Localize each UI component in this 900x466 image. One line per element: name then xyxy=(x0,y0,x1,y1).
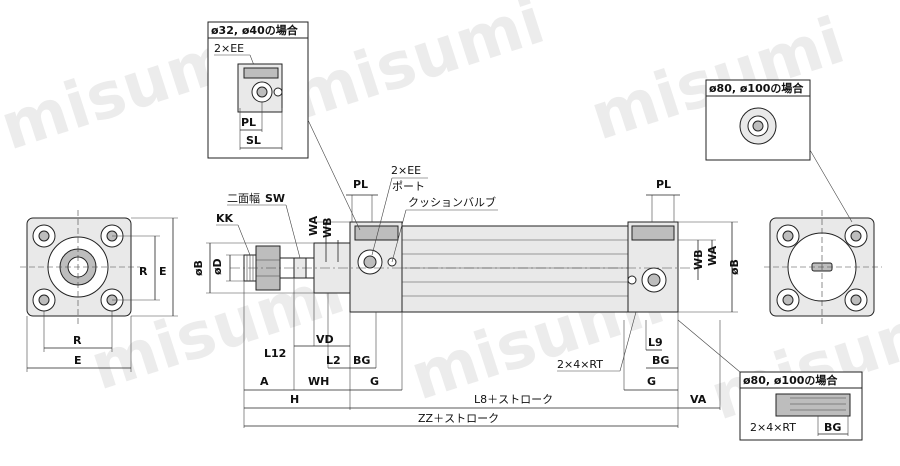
inset-small-bore-title: ø32, ø40の場合 xyxy=(211,23,299,37)
watermark: misumi misumi misumi misumi misumi misum… xyxy=(0,0,900,435)
inset-large-bore-head: ø80, ø100の場合 xyxy=(705,79,853,223)
dim-l2: L2 xyxy=(326,354,341,367)
dim-l8-stroke: L8＋ストローク xyxy=(474,393,553,406)
dim-l9: L9 xyxy=(648,336,663,349)
dim-a: A xyxy=(260,375,269,388)
dim-zz-stroke: ZZ＋ストローク xyxy=(418,412,499,425)
dim-h: H xyxy=(290,393,299,406)
rod-end-view: R E R E xyxy=(20,210,178,372)
label-port-count: 2×EE xyxy=(391,164,421,177)
dim-g-left: G xyxy=(370,375,379,388)
label-sw: SW xyxy=(265,192,285,205)
dim-wa-left: WA xyxy=(307,215,320,236)
top-annotations: PL 2×EE ポート クッションバルブ PL WA WB WB WA øB xyxy=(192,164,741,313)
dim-wb-left: WB xyxy=(321,217,334,238)
inset-small-bore-port: 2×EE xyxy=(214,42,244,55)
dim-bg-right: BG xyxy=(652,354,669,367)
inset-large-bore-rod-title: ø80, ø100の場合 xyxy=(743,373,838,387)
dim-vd: VD xyxy=(316,333,334,346)
dim-r-vertical: R xyxy=(139,265,148,278)
inset-large-bore-rod-rt: 2×4×RT xyxy=(750,421,796,434)
dim-wh: WH xyxy=(308,375,329,388)
label-port-word: ポート xyxy=(392,180,425,193)
bottom-dimensions: L12 VD L2 BG A WH G H L8＋ストローク VA ZZ＋ストロ… xyxy=(243,278,721,428)
dim-g-right: G xyxy=(647,375,656,388)
head-end-view xyxy=(764,210,882,325)
dim-phi-b-left: øB xyxy=(192,260,205,276)
dim-r-horizontal: R xyxy=(73,334,82,347)
label-width-across-flats: 二面幅 xyxy=(227,192,260,205)
cylinder-side-view xyxy=(230,221,700,313)
dim-pl-left: PL xyxy=(353,178,368,191)
dim-wa-right: WA xyxy=(706,245,719,266)
label-rt: 2×4×RT xyxy=(557,358,603,371)
dim-e-vertical: E xyxy=(159,265,167,278)
label-cushion-valve: クッションバルブ xyxy=(408,195,496,209)
dim-bg: BG xyxy=(353,354,370,367)
dim-va: VA xyxy=(690,393,707,406)
dim-l12: L12 xyxy=(264,347,286,360)
inset-large-bore-rod: ø80, ø100の場合 BG 2×4×RT xyxy=(677,319,863,441)
dim-wb-right: WB xyxy=(692,249,705,270)
inset-small-bore-sl: SL xyxy=(246,134,261,147)
dim-e-horizontal: E xyxy=(74,354,82,367)
label-kk: KK xyxy=(216,212,234,225)
dim-pl-right: PL xyxy=(656,178,671,191)
inset-small-bore: ø32, ø40の場合 2×EE PL SL xyxy=(207,21,361,231)
inset-large-bore-head-title: ø80, ø100の場合 xyxy=(709,81,804,95)
dim-phi-d: øD xyxy=(211,258,224,275)
watermark-text-2: misumi xyxy=(282,0,553,135)
inset-small-bore-pl: PL xyxy=(241,116,256,129)
dim-phi-b-right: øB xyxy=(728,259,741,275)
inset-large-bore-rod-bg: BG xyxy=(824,421,841,434)
